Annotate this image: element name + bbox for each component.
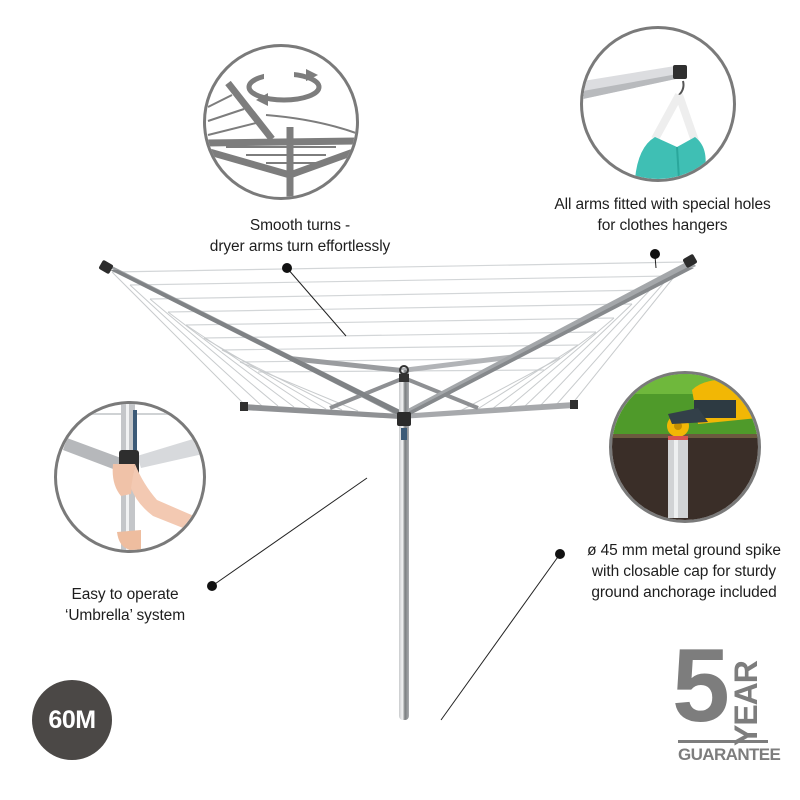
line-length-badge: 60M (32, 680, 112, 760)
caption-ground-spike-line3: ground anchorage included (591, 584, 777, 601)
caption-smooth-turns-line2: dryer arms turn effortlessly (209, 238, 391, 255)
caption-ground-spike-line1: ø 45 mm metal ground spike (587, 542, 781, 559)
caption-ground-spike-line2: with closable cap for sturdy (591, 563, 777, 580)
caption-hanger-holes: All arms fitted with special holes for c… (530, 194, 795, 236)
clothes-lines (111, 261, 687, 373)
ground-spike-lawnmower-image (612, 374, 758, 520)
caption-smooth-turns-line1: Smooth turns - (249, 217, 351, 234)
guarantee-unit: YEAR (728, 661, 764, 746)
hands-operating-hub-image (57, 404, 203, 550)
caption-hanger-holes-line2: for clothes hangers (597, 217, 728, 234)
pointer-lines (207, 249, 660, 721)
dryer-pole (399, 370, 409, 720)
caption-hanger-holes-line1: All arms fitted with special holes (554, 196, 771, 213)
arm-with-hanger-image (583, 65, 706, 179)
guarantee-number: 5 (672, 628, 730, 744)
guarantee-divider (678, 740, 768, 743)
umbrella-detail-circle (54, 401, 206, 553)
hanger-holes-detail-circle (580, 26, 736, 182)
rotation-arrow-icon (206, 69, 356, 197)
caption-umbrella-line1: Easy to operate (71, 586, 179, 603)
caption-umbrella-line2: ‘Umbrella’ system (64, 607, 186, 624)
caption-umbrella-system: Easy to operate ‘Umbrella’ system (50, 584, 200, 626)
smooth-turns-detail-circle (203, 44, 359, 200)
ground-spike-detail-circle (609, 371, 761, 523)
umbrella-hub (397, 412, 411, 426)
caption-ground-spike: ø 45 mm metal ground spike with closable… (568, 540, 800, 603)
guarantee-badge: 5 YEAR GUARANTEE (672, 634, 781, 766)
line-length-value: 60M (48, 705, 96, 734)
guarantee-label: GUARANTEE (678, 745, 781, 764)
caption-smooth-turns: Smooth turns - dryer arms turn effortles… (190, 215, 410, 257)
